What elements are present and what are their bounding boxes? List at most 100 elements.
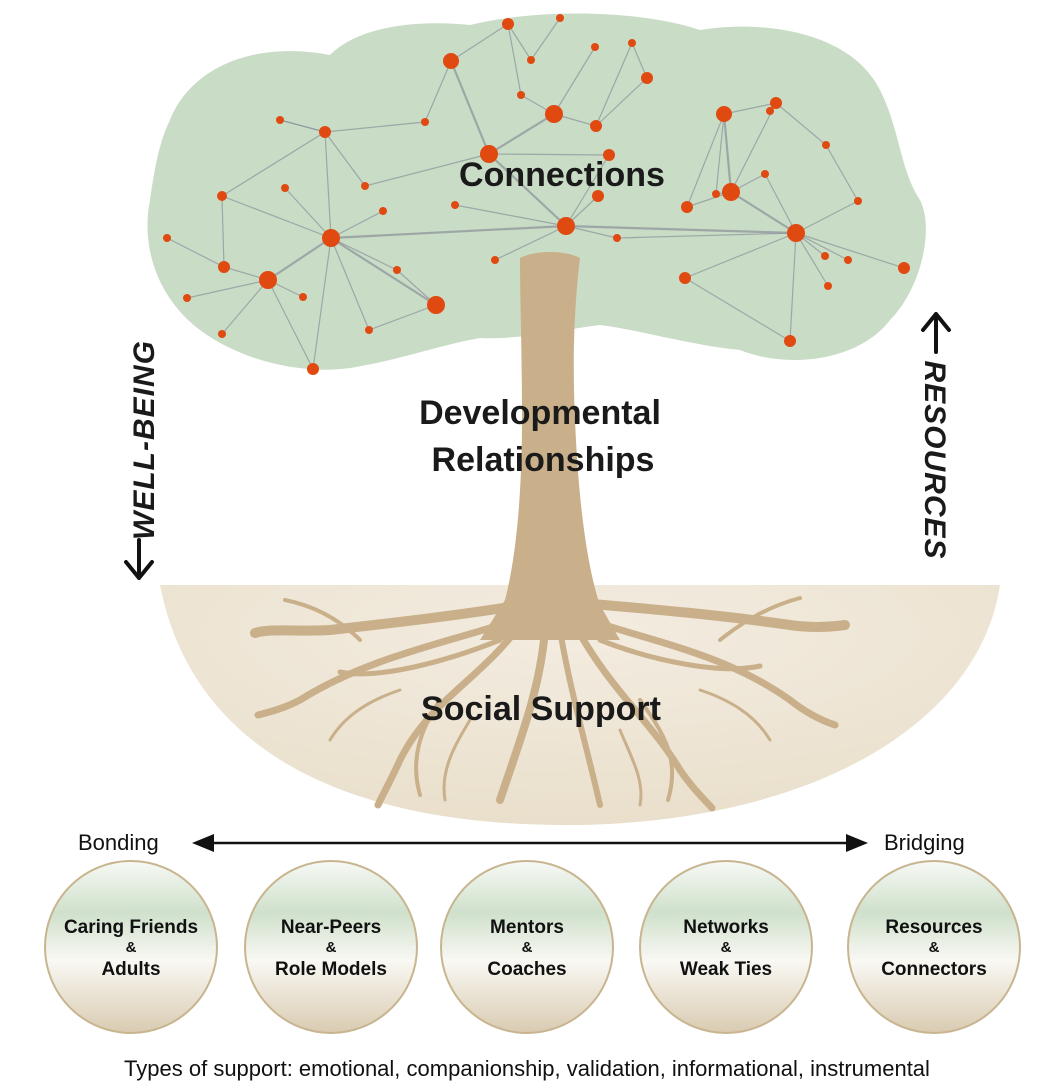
root-branch xyxy=(283,598,362,642)
connection-edges xyxy=(166,17,905,370)
connection-node xyxy=(556,14,564,22)
connection-edge xyxy=(368,304,437,331)
support-circle-bottom: Adults xyxy=(101,959,160,980)
connection-node xyxy=(163,234,171,242)
connection-edge xyxy=(364,153,490,187)
root-branch xyxy=(718,596,802,642)
connection-edge xyxy=(795,232,905,269)
connection-node xyxy=(712,190,720,198)
support-circle-bottom: Connectors xyxy=(881,959,987,980)
connection-edge xyxy=(684,277,791,342)
connection-node xyxy=(716,106,732,122)
support-circle: Near-Peers&Role Models xyxy=(244,860,418,1034)
connection-edge xyxy=(488,113,555,155)
connection-node xyxy=(603,149,615,161)
connection-edge xyxy=(279,119,326,133)
support-circle-ampersand: & xyxy=(522,939,533,956)
connection-edge xyxy=(565,224,797,235)
support-circle-top: Near-Peers xyxy=(281,917,381,938)
connection-node xyxy=(361,182,369,190)
support-types-caption: Types of support: emotional, companionsh… xyxy=(124,1056,930,1081)
connection-edge xyxy=(684,232,797,279)
support-circle: Caring Friends&Adults xyxy=(44,860,218,1034)
root-branch xyxy=(374,621,524,809)
connection-edge xyxy=(221,195,225,268)
connection-edge xyxy=(488,153,610,156)
connection-node xyxy=(307,363,319,375)
connection-node xyxy=(451,201,459,209)
connection-node xyxy=(822,141,830,149)
connection-edge xyxy=(267,279,314,370)
well-being-arrow: WELL-BEING xyxy=(124,340,161,580)
connection-node xyxy=(761,170,769,178)
resources-label: RESOURCES xyxy=(918,360,951,559)
connection-edge xyxy=(330,237,398,271)
support-circle-ampersand: & xyxy=(326,939,337,956)
connection-node xyxy=(613,234,621,242)
support-circle-ampersand: & xyxy=(721,939,732,956)
connection-edge xyxy=(530,17,561,61)
ground-area xyxy=(160,585,1000,826)
connection-edge xyxy=(722,113,733,193)
connection-node xyxy=(854,197,862,205)
connection-node xyxy=(821,252,829,260)
connection-node xyxy=(787,224,805,242)
well-being-label: WELL-BEING xyxy=(128,340,161,540)
connection-node xyxy=(844,256,852,264)
connection-node xyxy=(527,56,535,64)
connection-node xyxy=(393,266,401,274)
connection-node xyxy=(322,229,340,247)
connection-node xyxy=(722,183,740,201)
connection-node xyxy=(319,126,331,138)
connection-edge xyxy=(450,23,509,62)
connection-edge xyxy=(789,232,797,342)
connection-edge xyxy=(715,113,725,195)
connection-node xyxy=(502,18,514,30)
connection-node xyxy=(517,91,525,99)
connection-node xyxy=(681,201,693,213)
connection-node xyxy=(592,190,604,202)
connection-edge xyxy=(330,237,370,331)
support-circle-shape xyxy=(244,860,418,1034)
root-branch xyxy=(328,688,402,742)
connection-node xyxy=(898,262,910,274)
connection-node xyxy=(480,145,498,163)
connection-edge xyxy=(595,42,633,127)
connection-edge xyxy=(507,23,522,96)
connection-edge xyxy=(825,144,859,202)
connection-edge xyxy=(449,60,491,155)
connection-node xyxy=(299,293,307,301)
connection-edge xyxy=(595,77,648,127)
trunk-label-line1: Developmental xyxy=(419,394,661,432)
connection-node xyxy=(545,105,563,123)
root-branch xyxy=(557,627,603,808)
connection-edge xyxy=(616,232,797,239)
root-branch xyxy=(337,637,503,677)
connection-node xyxy=(218,261,230,273)
canopy-shape xyxy=(147,13,926,370)
support-circle: Mentors&Coaches xyxy=(440,860,614,1034)
root-branch xyxy=(597,637,763,672)
bridging-label: Bridging xyxy=(884,830,965,855)
connection-node xyxy=(628,39,636,47)
connection-edge xyxy=(284,187,332,239)
connection-edge xyxy=(631,42,648,79)
root-branch xyxy=(556,606,839,729)
connection-edge xyxy=(186,279,269,299)
connection-node xyxy=(770,97,782,109)
connection-node xyxy=(217,191,227,201)
roots-label: Social Support xyxy=(421,690,661,728)
connection-node xyxy=(379,207,387,215)
connection-edge xyxy=(488,153,567,227)
connection-edge xyxy=(494,225,567,261)
root-branch xyxy=(698,688,772,742)
connection-node xyxy=(590,120,602,132)
support-circle-shape xyxy=(440,860,614,1034)
support-circle-top: Resources xyxy=(885,917,982,938)
connection-edge xyxy=(221,131,326,197)
connection-edge xyxy=(764,173,797,234)
connection-node xyxy=(218,330,226,338)
bonding-label: Bonding xyxy=(78,830,159,855)
